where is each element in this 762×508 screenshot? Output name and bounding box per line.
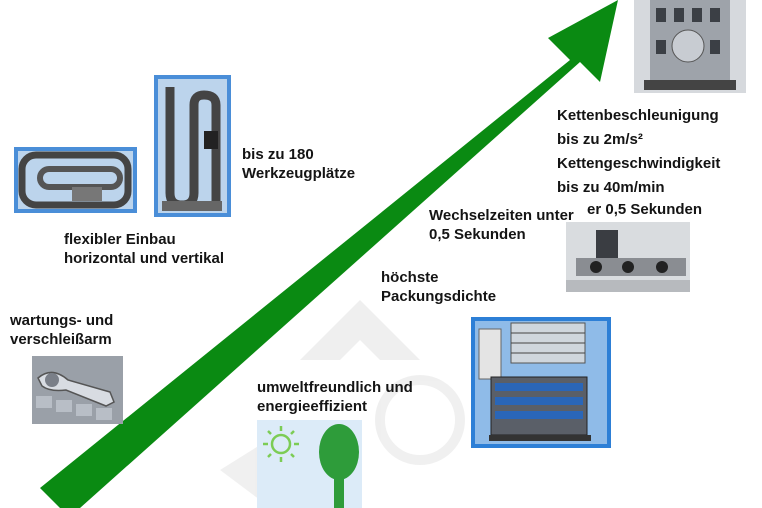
wrench-photo	[32, 356, 123, 424]
caption-density: höchste Packungsdichte	[381, 269, 497, 305]
tool-change-photo	[566, 222, 690, 292]
caption-eco: umweltfreundlich und energieeffizient	[257, 379, 413, 415]
tree-icon	[319, 424, 359, 508]
chain-drum-photo	[634, 0, 746, 93]
vertical-chain-photo	[154, 75, 231, 217]
wrench-icon	[32, 356, 123, 424]
caption-capacity: bis zu 180 Werkzeugplätze	[242, 146, 356, 182]
sun-icon	[263, 426, 299, 462]
caption-maintenance: wartungs- und verschleißarm	[10, 312, 114, 348]
eco-illustration	[257, 420, 362, 508]
caption-installation: flexibler Einbau horizontal und vertikal	[64, 231, 225, 267]
caption-chain-speed: Kettenbeschleunigung bis zu 2m/s² Ketten…	[557, 107, 721, 196]
caption-change-time: Wechselzeiten unter 0,5 Sekunden	[429, 207, 574, 243]
tool-magazine-photo	[471, 317, 611, 448]
horizontal-chain-photo	[14, 147, 137, 213]
caption-chain-time: er 0,5 Sekunden	[587, 201, 703, 218]
growth-arrow-icon	[40, 0, 618, 508]
